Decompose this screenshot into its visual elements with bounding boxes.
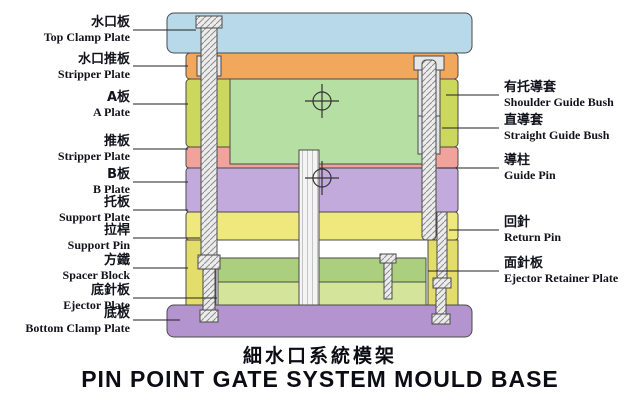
return-pin-shaft-shape: [436, 211, 448, 279]
retainer-screw-head-shape: [379, 253, 397, 264]
label-a-plate: A板 A Plate: [93, 90, 130, 119]
label-support-plate-en: Support Plate: [58, 210, 130, 224]
label-straight-guide-bush-zh: 直導套: [504, 113, 544, 128]
label-b-plate-zh: B板: [107, 167, 130, 182]
label-guide-pin-zh: 導柱: [504, 153, 531, 168]
bottom-bolt-right-head-shape: [431, 313, 451, 325]
guide-pin-shape: [421, 59, 437, 241]
support-pin-shaft-shape: [200, 27, 218, 259]
label-ejector-retainer-plate-zh: 面針板: [504, 256, 544, 271]
label-ejector-plate: 底針板 Ejector Plate: [63, 283, 130, 312]
label-shoulder-guide-bush: 有托導套 Shoulder Guide Bush: [504, 80, 614, 109]
label-return-pin: 回針 Return Pin: [504, 215, 561, 244]
label-bottom-clamp-plate-en: Bottom Clamp Plate: [25, 321, 130, 335]
label-spacer-block: 方鐵 Spacer Block: [63, 253, 130, 282]
label-support-plate: 托板 Support Plate: [59, 195, 130, 224]
label-return-pin-zh: 回針: [504, 215, 531, 230]
label-runner-stripper-plate-zh: 水口推板: [77, 52, 130, 67]
position-marker-icon: [305, 84, 339, 118]
support-plate-shape: [185, 211, 459, 241]
label-support-pin-zh: 拉桿: [103, 223, 130, 238]
return-pin-head-shape: [432, 277, 452, 289]
support-pin-head-shape: [195, 15, 223, 29]
label-support-pin: 拉桿 Support Pin: [68, 223, 130, 252]
label-bottom-clamp-plate: 底板 Bottom Clamp Plate: [25, 306, 130, 335]
label-spacer-block-zh: 方鐵: [103, 253, 130, 268]
label-ejector-plate-zh: 底針板: [90, 283, 130, 298]
label-ejector-retainer-plate: 面針板 Ejector Retainer Plate: [504, 256, 618, 285]
label-support-pin-en: Support Pin: [67, 238, 130, 252]
label-b-plate: B板 B Plate: [93, 167, 130, 196]
bottom-bolt-left-shaft-shape: [202, 268, 216, 314]
label-stripper-plate: 推板 Stripper Plate: [58, 134, 130, 163]
label-runner-stripper-plate: 水口推板 Stripper Plate: [58, 52, 130, 81]
position-marker-icon: [305, 161, 339, 195]
label-a-plate-en: A Plate: [93, 105, 130, 119]
support-pillar-shape: [298, 149, 320, 306]
label-ejector-retainer-plate-en: Ejector Retainer Plate: [504, 271, 619, 285]
label-b-plate-en: B Plate: [93, 182, 130, 196]
ejector-plate-shape: [217, 281, 427, 306]
label-shoulder-guide-bush-zh: 有托導套: [504, 80, 557, 95]
label-stripper-plate-en: Stripper Plate: [57, 149, 130, 163]
label-return-pin-en: Return Pin: [504, 230, 561, 244]
label-support-plate-zh: 托板: [103, 195, 130, 210]
page-title-en: PIN POINT GATE SYSTEM MOULD BASE: [81, 366, 559, 392]
label-top-clamp-plate-en: Top Clamp Plate: [43, 30, 130, 44]
label-stripper-plate-zh: 推板: [103, 134, 130, 149]
label-top-clamp-plate: 水口板 Top Clamp Plate: [44, 15, 130, 44]
label-straight-guide-bush: 直導套 Straight Guide Bush: [504, 113, 609, 142]
bottom-bolt-left-head-shape: [199, 309, 219, 323]
label-ejector-plate-en: Ejector Plate: [63, 298, 130, 312]
label-guide-pin-en: Guide Pin: [504, 168, 556, 182]
label-spacer-block-en: Spacer Block: [62, 268, 130, 282]
label-shoulder-guide-bush-en: Shoulder Guide Bush: [504, 95, 614, 109]
label-runner-stripper-plate-en: Stripper Plate: [57, 67, 130, 81]
label-straight-guide-bush-en: Straight Guide Bush: [504, 128, 610, 142]
cavity-insert-shape: [229, 78, 425, 165]
retainer-screw-shaft-shape: [383, 262, 393, 300]
support-pin-nut-shape: [197, 254, 221, 270]
label-a-plate-zh: A板: [106, 90, 130, 105]
label-bottom-clamp-plate-zh: 底板: [103, 306, 130, 321]
label-guide-pin: 導柱 Guide Pin: [504, 153, 556, 182]
label-top-clamp-plate-zh: 水口板: [90, 15, 130, 30]
page-title-zh: 細水口系統模架: [242, 345, 397, 367]
